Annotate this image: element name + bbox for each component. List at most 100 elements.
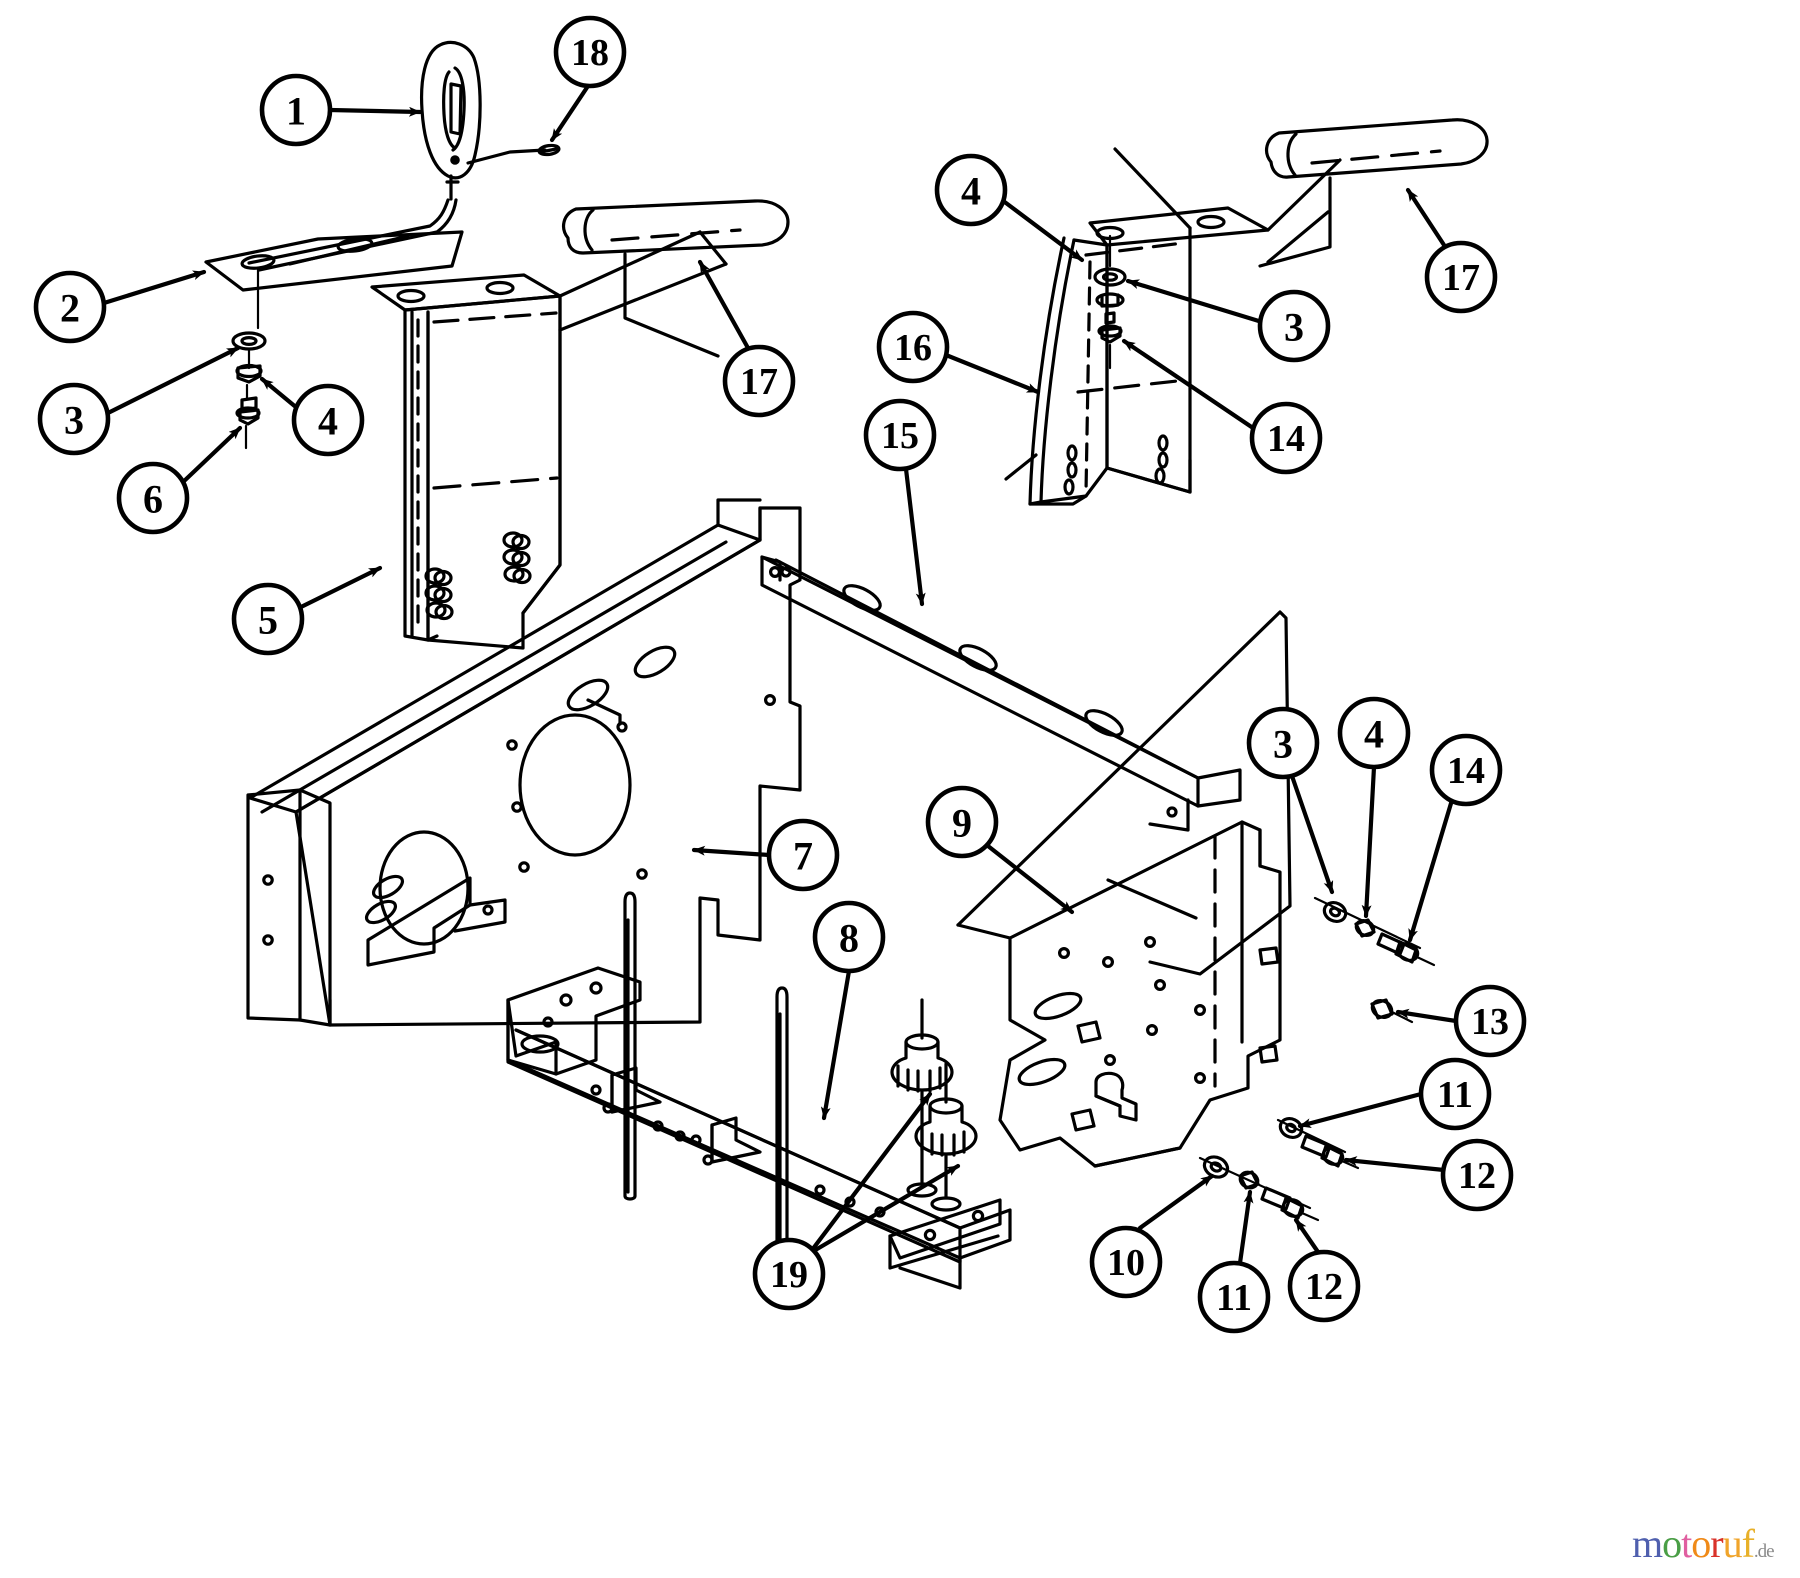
fastener-13-bolt <box>1370 998 1414 1024</box>
part-latch-grip <box>419 40 561 180</box>
watermark-letter: t <box>1681 1521 1692 1566</box>
callout-number: 10 <box>1107 1242 1145 1284</box>
callout-circle <box>1197 1260 1271 1334</box>
callout-11[interactable]: 11 <box>1197 1260 1271 1334</box>
callout-circle <box>766 818 840 892</box>
fastener-cluster-10-11-12-lower <box>1198 1155 1320 1222</box>
part-left-fender <box>370 230 728 650</box>
callout-circle <box>934 153 1008 227</box>
callout-17[interactable]: 17 <box>722 344 796 418</box>
motoruf-watermark: motoruf.de <box>1632 1521 1775 1566</box>
watermark-suffix: .de <box>1753 1541 1775 1562</box>
callout-4[interactable]: 4 <box>291 383 365 457</box>
callout-circle <box>1257 289 1331 363</box>
callout-circle <box>876 310 950 384</box>
callout-number: 16 <box>894 327 932 369</box>
callout-number: 1 <box>286 89 306 134</box>
callout-circle <box>553 15 627 89</box>
callout-number: 18 <box>571 32 609 74</box>
callout-circle <box>259 73 333 147</box>
part-main-frame <box>246 498 802 1027</box>
callout-4[interactable]: 4 <box>1337 696 1411 770</box>
callout-14[interactable]: 14 <box>1429 733 1503 807</box>
callout-11[interactable]: 11 <box>1418 1057 1492 1131</box>
callout-12[interactable]: 12 <box>1440 1138 1514 1212</box>
callout-number: 11 <box>1437 1074 1473 1116</box>
watermark-letter: m <box>1632 1521 1663 1566</box>
callout-14[interactable]: 14 <box>1249 401 1323 475</box>
callout-number: 11 <box>1216 1277 1252 1319</box>
callout-circle <box>1440 1138 1514 1212</box>
callout-number: 14 <box>1267 418 1305 460</box>
callout-10[interactable]: 10 <box>1089 1225 1163 1299</box>
callout-number: 12 <box>1458 1155 1496 1197</box>
callout-number: 13 <box>1471 1001 1509 1043</box>
callout-circle <box>37 382 111 456</box>
callout-circle <box>1453 984 1527 1058</box>
callout-13[interactable]: 13 <box>1453 984 1527 1058</box>
watermark-letter: r <box>1710 1521 1723 1566</box>
callout-circle <box>116 461 190 535</box>
callout-5[interactable]: 5 <box>231 582 305 656</box>
callout-6[interactable]: 6 <box>116 461 190 535</box>
callout-circle <box>1424 240 1498 314</box>
part-right-armrest-pad <box>1258 118 1489 268</box>
callout-number: 2 <box>60 286 80 331</box>
callout-circle <box>812 900 886 974</box>
callout-number: 9 <box>952 801 972 846</box>
part-cross-rail <box>760 555 1242 832</box>
part-base-tray <box>506 966 1012 1290</box>
callout-3[interactable]: 3 <box>1246 706 1320 780</box>
fastener-cluster-right-upper <box>1313 896 1436 967</box>
fastener-stack-left <box>231 266 267 450</box>
callout-18[interactable]: 18 <box>553 15 627 89</box>
callout-circle <box>291 383 365 457</box>
callout-number: 4 <box>318 399 338 444</box>
watermark-letter: o <box>1691 1521 1711 1566</box>
callout-7[interactable]: 7 <box>766 818 840 892</box>
callout-circle <box>863 398 937 472</box>
watermark-letter: f <box>1741 1521 1755 1566</box>
part-left-armrest-pad <box>561 199 790 358</box>
callout-number: 3 <box>64 398 84 443</box>
callout-16[interactable]: 16 <box>876 310 950 384</box>
part-knurled-nuts <box>890 998 978 1212</box>
callout-3[interactable]: 3 <box>1257 289 1331 363</box>
callout-circle <box>1089 1225 1163 1299</box>
part-right-fender <box>1004 147 1342 506</box>
callout-circle <box>722 344 796 418</box>
callout-number: 19 <box>770 1254 808 1296</box>
callout-circle <box>33 270 107 344</box>
leader-lines <box>101 83 1459 1266</box>
callout-8[interactable]: 8 <box>812 900 886 974</box>
watermark-letter: u <box>1722 1521 1743 1566</box>
callout-circle <box>1418 1057 1492 1131</box>
fastener-stack-right-fender <box>1093 234 1127 370</box>
callout-2[interactable]: 2 <box>33 270 107 344</box>
callout-4[interactable]: 4 <box>934 153 1008 227</box>
callout-circle <box>752 1237 826 1311</box>
callout-1[interactable]: 1 <box>259 73 333 147</box>
callout-15[interactable]: 15 <box>863 398 937 472</box>
part-right-rear-plate <box>956 610 1292 1168</box>
callout-circle <box>925 785 999 859</box>
callout-number: 4 <box>1364 712 1384 757</box>
callout-circle <box>1429 733 1503 807</box>
callout-number: 3 <box>1273 722 1293 767</box>
callout-number: 17 <box>740 361 778 403</box>
callout-number: 3 <box>1284 305 1304 350</box>
callout-19[interactable]: 19 <box>752 1237 826 1311</box>
callout-number: 7 <box>793 834 813 879</box>
callout-circle <box>1287 1249 1361 1323</box>
callout-3[interactable]: 3 <box>37 382 111 456</box>
callout-layer: 1 18 2 3 4 65 17 4 3 17 16 14 15 7 8 9 3 4 14 13 11 12 10 11 12 1… <box>33 15 1527 1334</box>
callout-number: 15 <box>881 415 919 457</box>
callout-number: 17 <box>1442 257 1480 299</box>
callout-circle <box>1246 706 1320 780</box>
callout-circle <box>1249 401 1323 475</box>
callout-12[interactable]: 12 <box>1287 1249 1361 1323</box>
callout-17[interactable]: 17 <box>1424 240 1498 314</box>
callout-9[interactable]: 9 <box>925 785 999 859</box>
